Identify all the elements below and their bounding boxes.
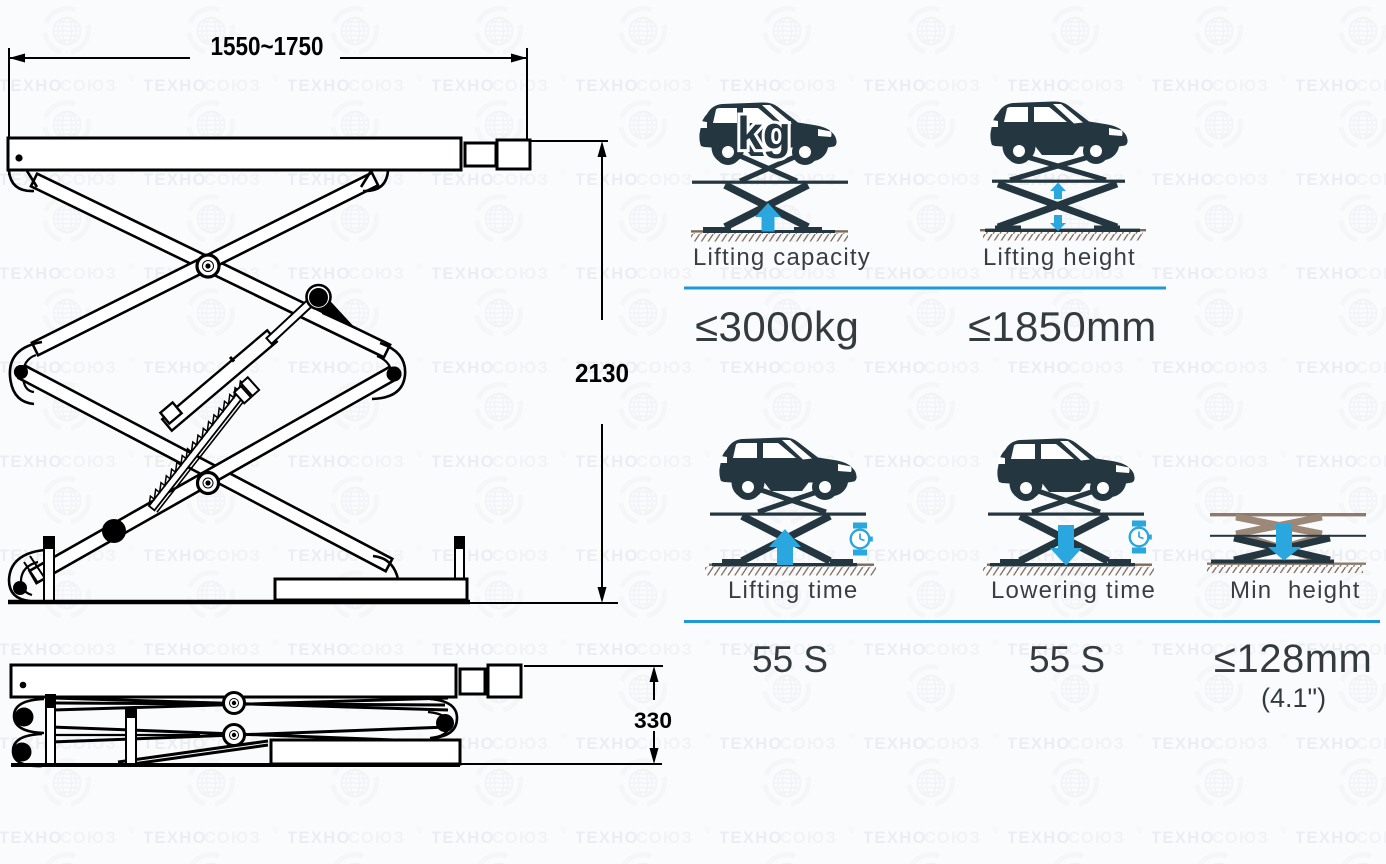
svg-text:kg: kg — [737, 107, 791, 159]
svg-text:1550~1750: 1550~1750 — [211, 31, 324, 61]
svg-text:330: 330 — [634, 708, 672, 733]
svg-text:2130: 2130 — [575, 358, 629, 388]
